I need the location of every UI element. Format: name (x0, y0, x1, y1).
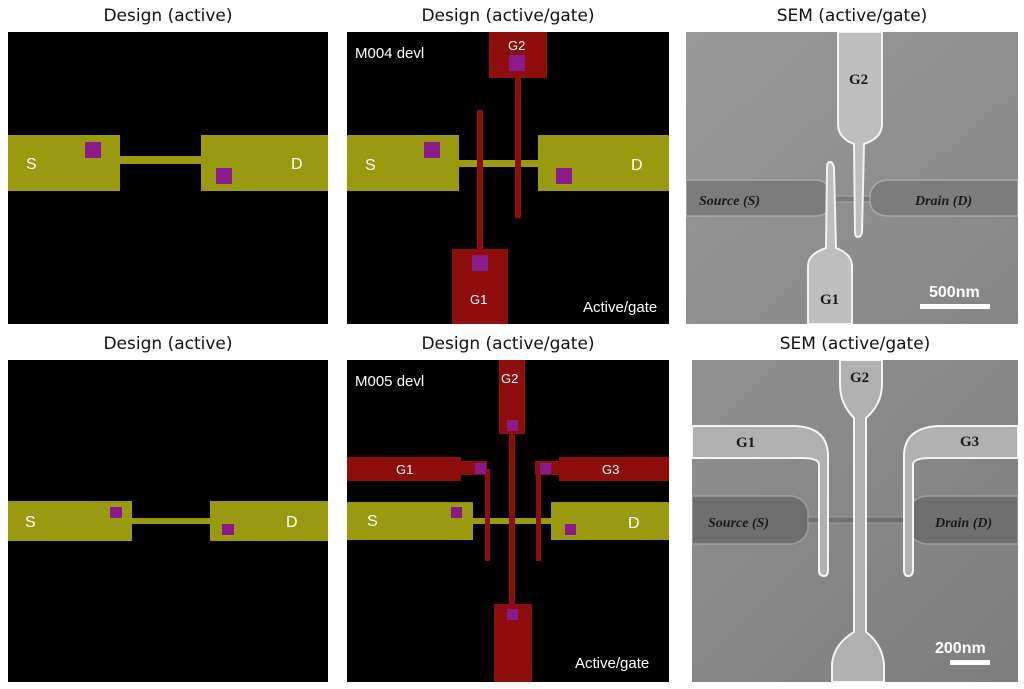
contact (556, 168, 572, 184)
drain-label: D (291, 156, 303, 173)
source-label: S (367, 513, 378, 530)
channel (120, 156, 201, 164)
scale-bar-label: 500nm (929, 284, 980, 301)
gate-top (837, 32, 883, 239)
gate-right-pad (559, 457, 669, 481)
gate-left-pad (347, 457, 461, 481)
drain-region (869, 179, 1018, 217)
contact (509, 55, 525, 71)
contact (475, 463, 486, 474)
channel (831, 195, 871, 203)
gate-left (692, 425, 829, 578)
drain-label: D (631, 157, 643, 174)
contact (565, 524, 576, 535)
design-gate-panel-r1: M004 devl G2 S D G1 Active/gate (347, 32, 669, 324)
source-pad (347, 135, 459, 191)
device-label: M005 devl (355, 373, 424, 390)
panel-title-r2-sem: SEM (active/gate) (779, 334, 931, 354)
source-label: S (25, 514, 36, 531)
gate-bottom-label: G1 (470, 292, 487, 307)
gate-bottom-line (477, 110, 483, 250)
drain-label: Drain (D) (914, 194, 972, 209)
drain-label: D (628, 515, 640, 532)
gate-right (903, 425, 1018, 578)
gate-right-line (536, 469, 541, 561)
gate-right-label: G3 (960, 434, 979, 450)
drain-label: Drain (D) (934, 516, 992, 531)
panel-title-r1-sem: SEM (active/gate) (776, 6, 928, 26)
gate-left-label: G1 (736, 435, 755, 451)
contact (451, 507, 462, 518)
source-label: Source (S) (699, 194, 760, 209)
gate-top-label: G2 (501, 371, 518, 386)
design-gate-panel-r2: M005 devl G2 G1 G3 S D Active/gate (347, 360, 669, 682)
contact (540, 463, 551, 474)
contact (472, 255, 488, 271)
contact (507, 609, 518, 620)
gate-bottom-label: G1 (820, 292, 839, 308)
active-gate-annotation: Active/gate (575, 655, 649, 672)
panel-title-r1-design-gate: Design (active/gate) (421, 6, 595, 26)
gate-bottom (807, 160, 853, 324)
contact (507, 420, 518, 431)
gate-top-label: G2 (849, 72, 868, 88)
design-active-panel-r2: S D (8, 360, 328, 682)
sem-panel-r2: G2 G1 G3 Source (S) Drain (D) 200nm (692, 360, 1018, 682)
contact (85, 142, 101, 158)
contact (216, 168, 232, 184)
source-pad (8, 135, 120, 191)
gate-right-label: G3 (602, 462, 619, 477)
source-label: S (365, 157, 376, 174)
gate-top-line (509, 434, 515, 604)
source-label: Source (S) (708, 516, 769, 531)
sem-panel-r1: G2 Source (S) Drain (D) G1 500nm (686, 32, 1018, 324)
gate-left-label: G1 (396, 462, 413, 477)
gate-top (831, 360, 885, 682)
drain-label: D (286, 514, 298, 531)
channel (132, 518, 210, 524)
active-gate-annotation: Active/gate (583, 299, 657, 316)
contact (110, 507, 122, 518)
contact (222, 524, 234, 535)
channel (459, 160, 538, 167)
scale-bar-label: 200nm (935, 640, 986, 657)
panel-title-r2-design-gate: Design (active/gate) (421, 334, 595, 354)
device-label: M004 devl (355, 45, 424, 62)
source-region (692, 495, 809, 545)
gate-left-line (485, 469, 490, 561)
gate-top-line (515, 78, 521, 218)
contact (424, 142, 440, 158)
panel-title-r1-design-active: Design (active) (103, 6, 233, 26)
scale-bar (920, 304, 990, 309)
gate-top-label: G2 (850, 370, 869, 386)
source-label: S (26, 156, 37, 173)
scale-bar (950, 660, 990, 665)
design-active-panel-r1: S D (8, 32, 328, 324)
panel-title-r2-design-active: Design (active) (103, 334, 233, 354)
gate-top-label: G2 (508, 38, 525, 53)
